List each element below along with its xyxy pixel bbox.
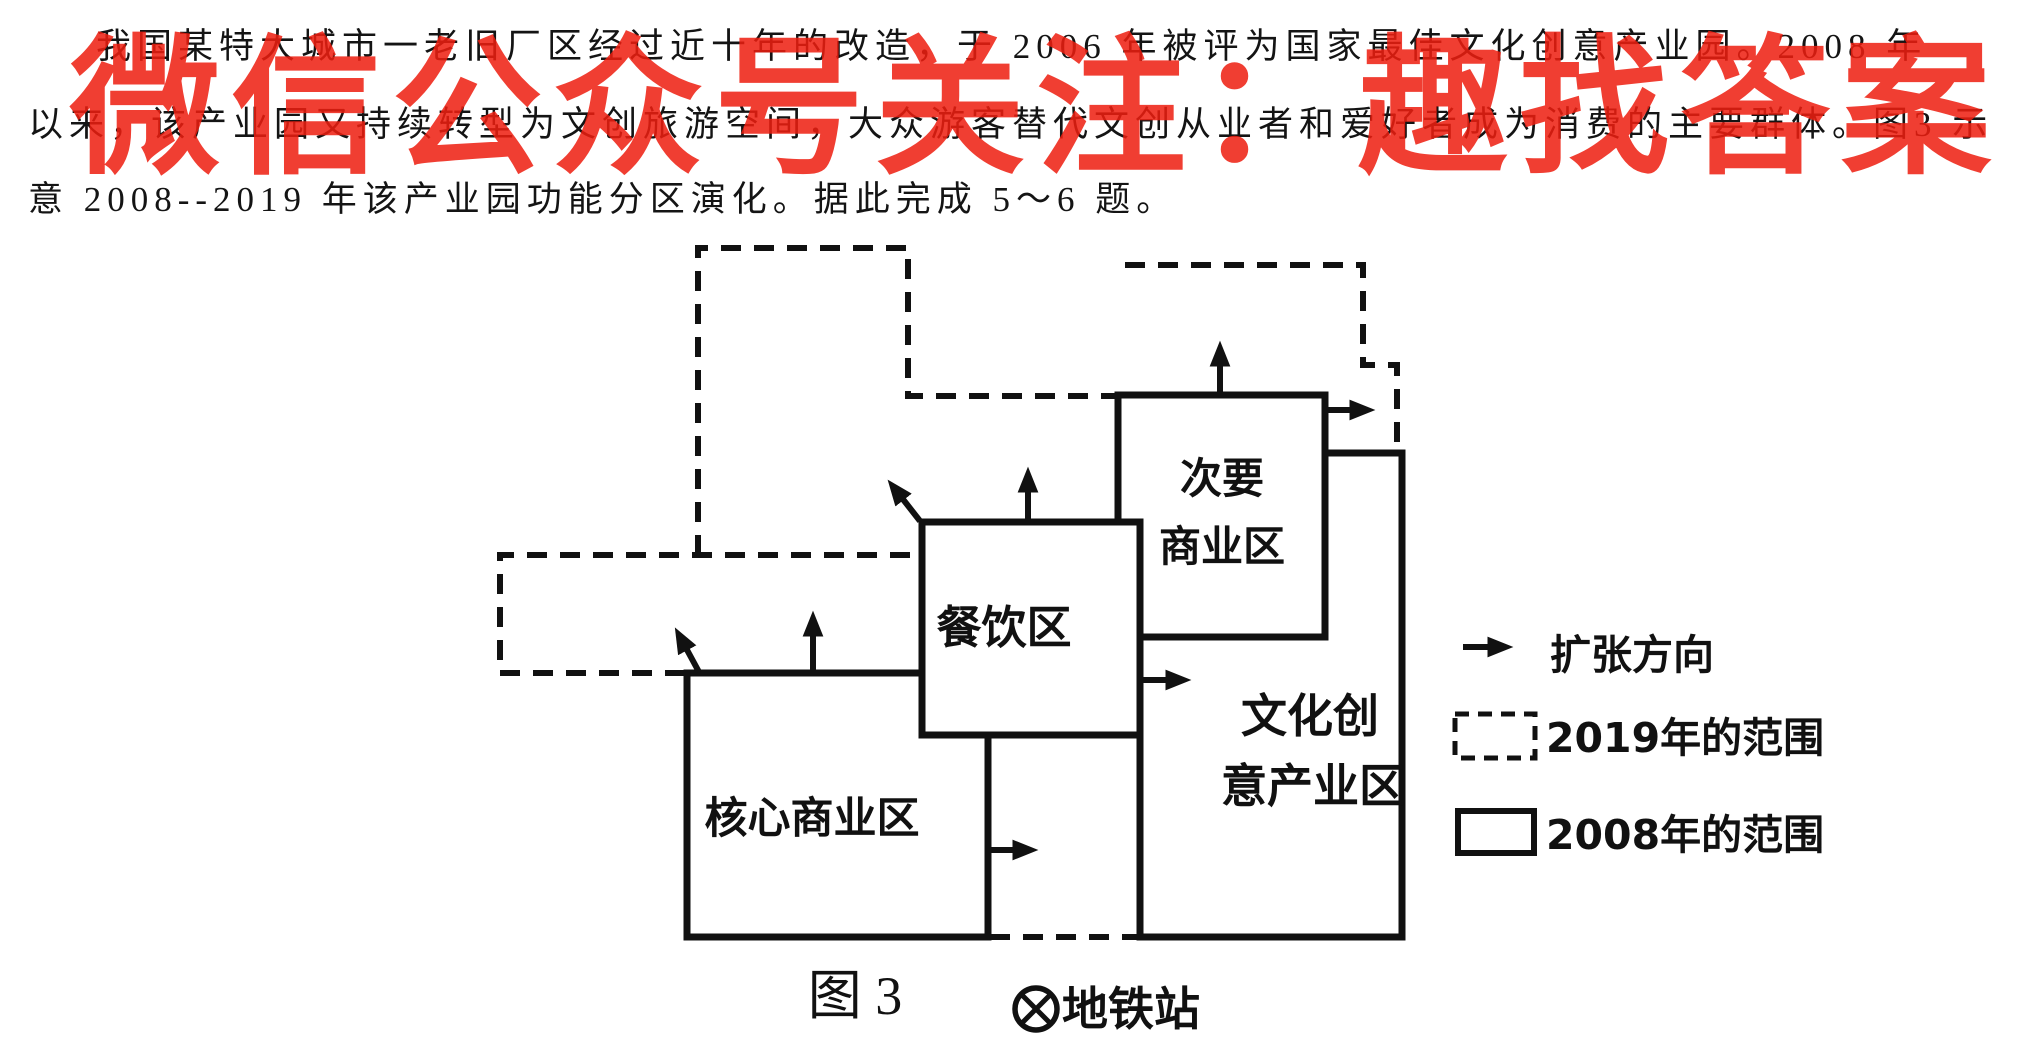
legend: 扩张方向 2019年的范围 2008年的范围 [1452, 631, 1824, 859]
zone-secondary-label-line2: 商业区 [1159, 522, 1285, 571]
boundary-2019-top-right [1125, 262, 1400, 453]
metro-station: 地铁站 [1012, 982, 1200, 1036]
zone-dining-box [918, 518, 1144, 739]
legend-2019-range-label: 2019年的范围 [1546, 714, 1824, 762]
boundary-2019-top-left [695, 245, 1118, 555]
legend-2019-range-icon [1452, 711, 1538, 761]
zone-core-label: 核心商业区 [705, 794, 920, 844]
expansion-arrow-diagonal-core [674, 627, 702, 674]
metro-station-icon [1012, 985, 1060, 1033]
paragraph-line-2: 以来，该产业园又持续转型为文创旅游空间，大众游客替代文创从业者和爱好者成为消费的… [28, 105, 1994, 144]
legend-2008-range-icon [1455, 808, 1537, 856]
zone-secondary-commercial-box [1114, 391, 1329, 641]
figure-caption: 图 3 [808, 966, 903, 1026]
zone-cultural-label-line1: 文化创 [1241, 689, 1379, 743]
metro-station-label: 地铁站 [1062, 982, 1200, 1036]
boundary-2019-left-step [497, 552, 910, 676]
paragraph-line-3: 意 2008--2019 年该产业园功能分区演化。据此完成 5～6 题。 [28, 180, 1178, 219]
legend-expansion-label: 扩张方向 [1550, 631, 1714, 679]
expansion-arrows [674, 340, 1376, 861]
metro-station-icon-cross-2 [1019, 992, 1053, 1026]
watermark-text: 微信公众号关注：趣找答案 [70, 22, 2003, 196]
paragraph-line-1: 我国某特大城市一老旧厂区经过近十年的改造，于 2006 年被评为国家最佳文化创意… [96, 27, 1928, 66]
zone-cultural-label-line2: 意产业区 [1221, 759, 1405, 813]
zone-secondary-label-line1: 次要 [1180, 454, 1264, 503]
zones-2008: 文化创 意产业区 次要 商业区 核心商业区 餐饮区 [683, 391, 1406, 941]
legend-2008-range-label: 2008年的范围 [1546, 811, 1824, 859]
zone-dining-label: 餐饮区 [936, 601, 1071, 654]
expansion-arrow-diagonal-dining [887, 479, 923, 523]
